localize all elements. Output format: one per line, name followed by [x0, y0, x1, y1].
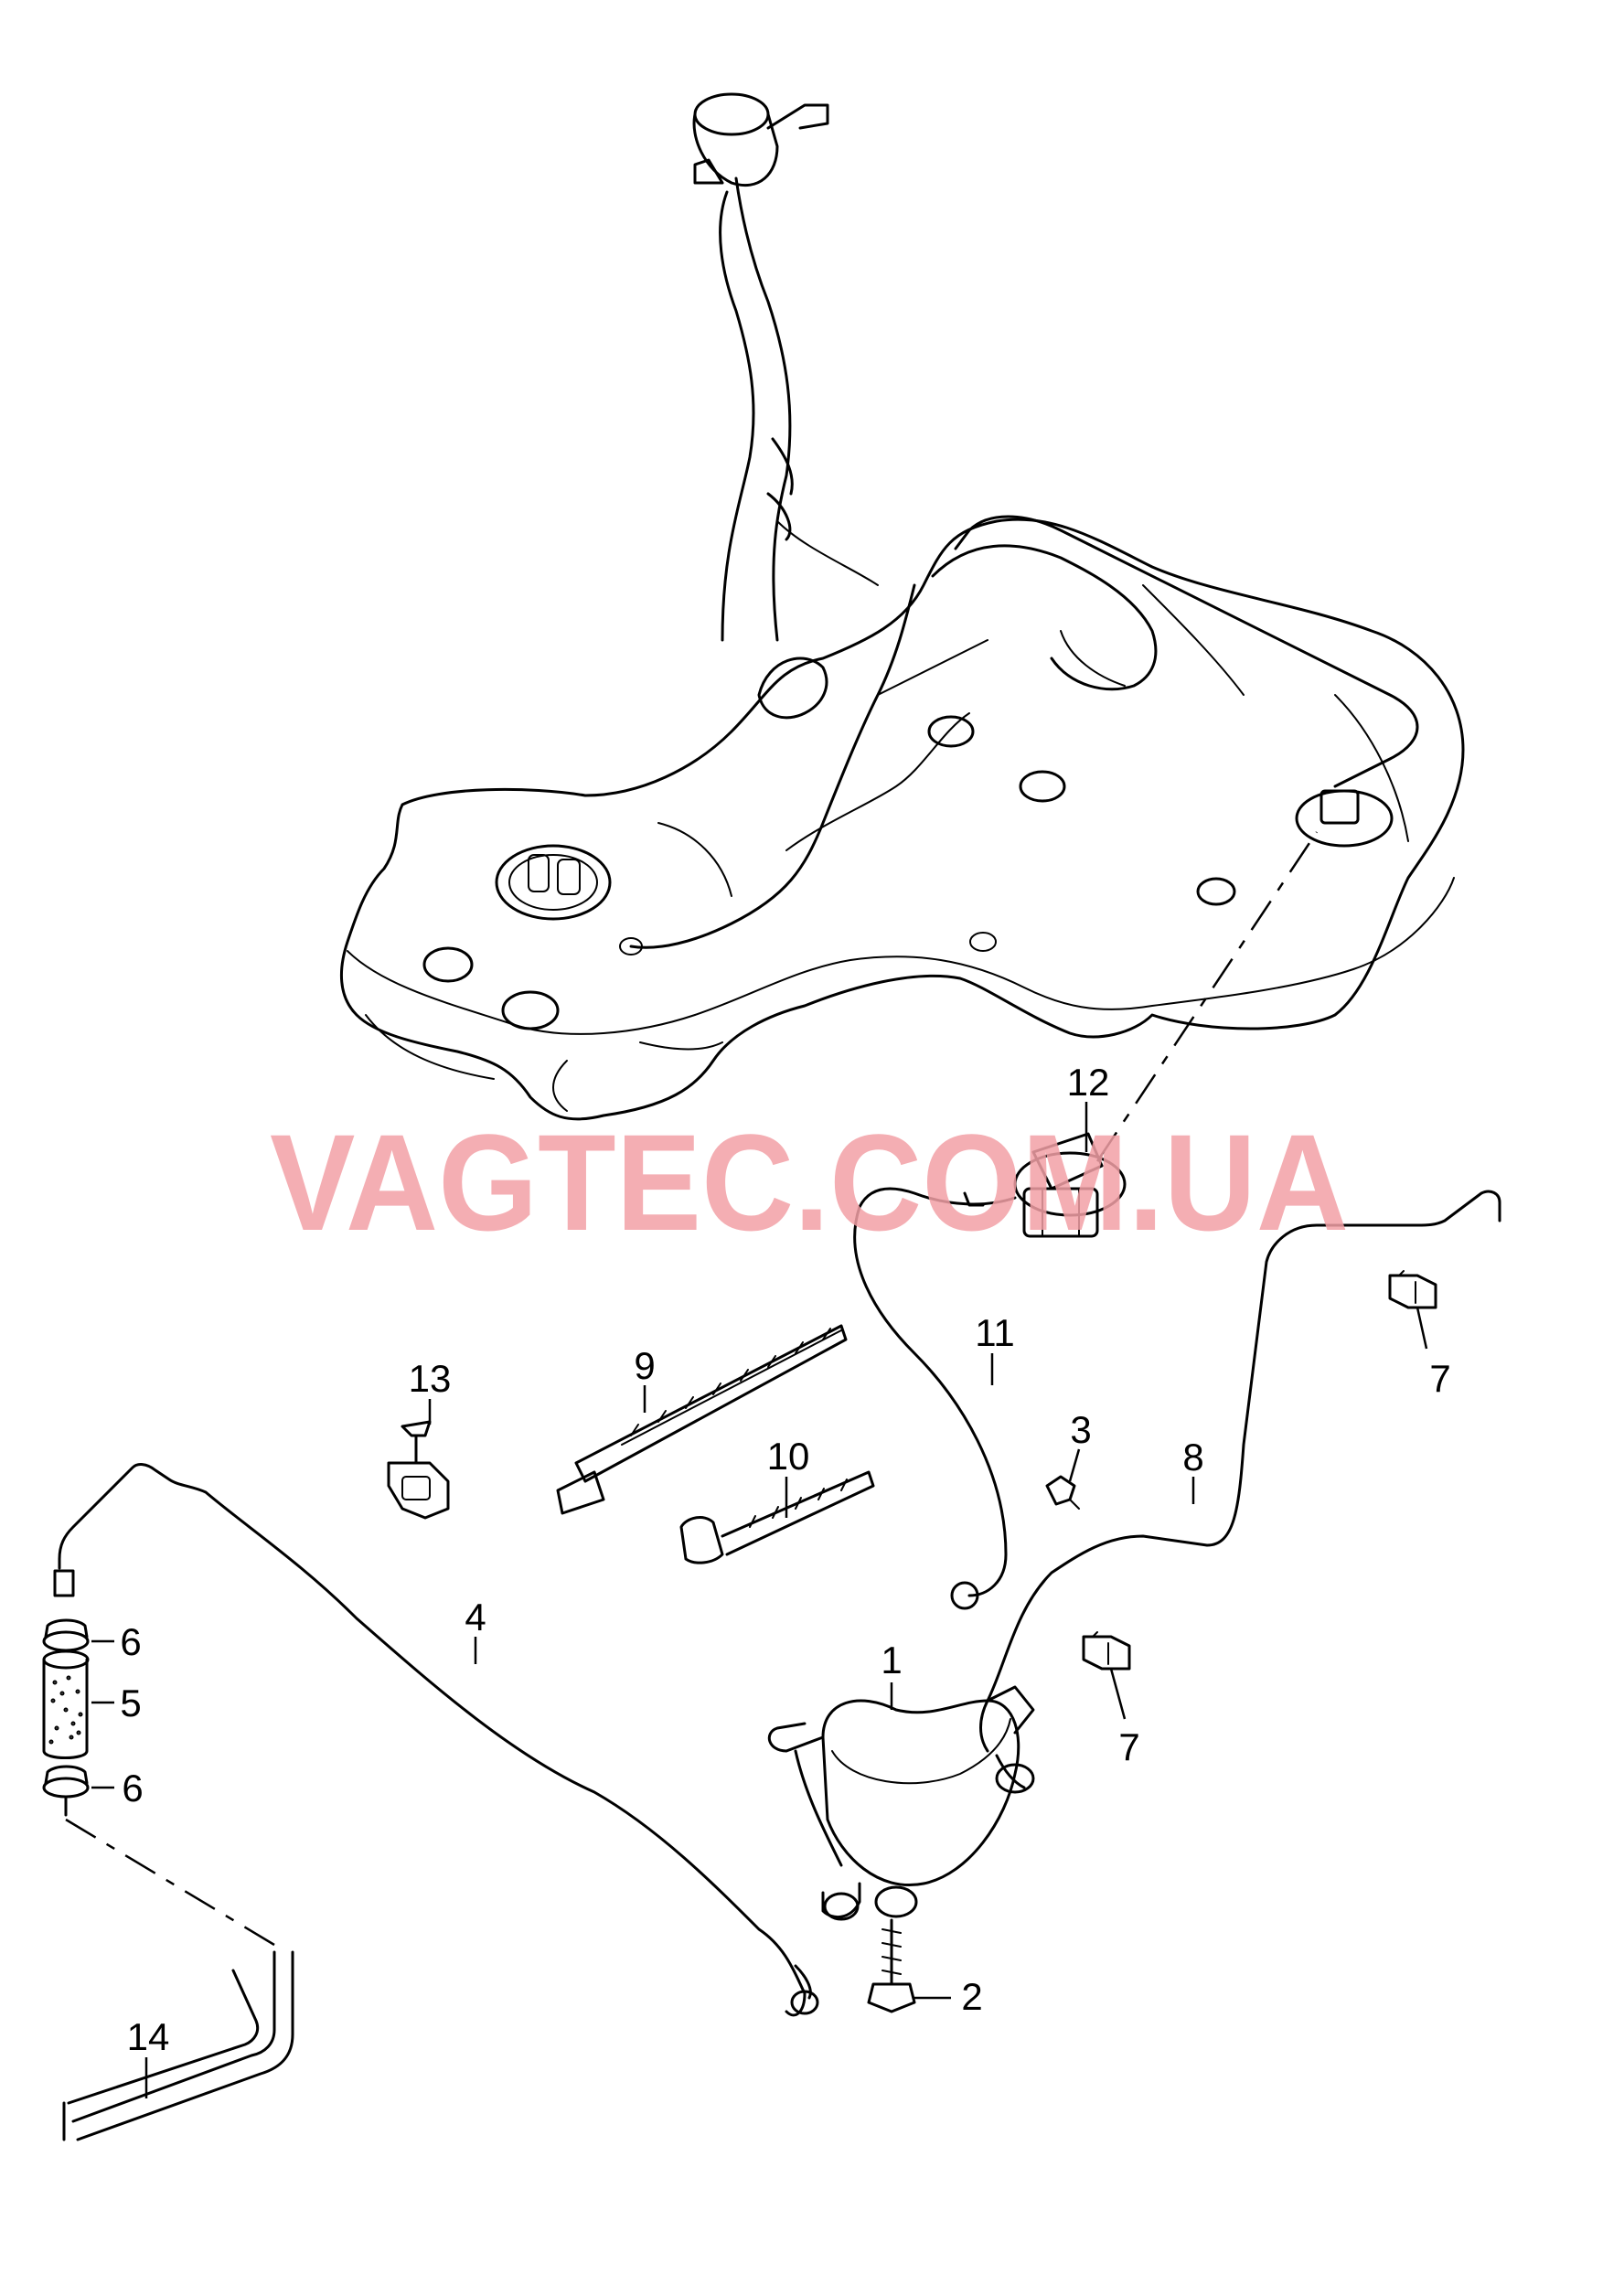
callout-6-top: 6: [120, 1620, 141, 1663]
part-7-clip-top: [1388, 1270, 1437, 1309]
callout-2: 2: [961, 1975, 982, 2018]
callout-14: 14: [127, 2015, 170, 2058]
part-14-hose: [62, 1818, 294, 2141]
part-6-cap-bottom: [42, 1765, 90, 1817]
callout-1: 1: [881, 1639, 902, 1681]
callout-7-top: 7: [1429, 1357, 1450, 1400]
fuel-tank: [339, 515, 1465, 1121]
part-10-strap: [679, 1470, 875, 1564]
filler-neck: [692, 92, 879, 642]
callout-9: 9: [634, 1344, 655, 1387]
callout-11: 11: [975, 1311, 1015, 1354]
callout-7-bottom: 7: [1118, 1725, 1139, 1768]
part-7-clip-bottom: [1082, 1631, 1131, 1671]
callout-12: 12: [1067, 1061, 1110, 1104]
part-5-filter: [42, 1649, 90, 1759]
part-9-strap: [556, 1324, 848, 1515]
callout-4: 4: [465, 1596, 486, 1639]
part-1-canister: [767, 1685, 1035, 1921]
part-13-holder: [387, 1420, 450, 1520]
part-3-clip: [1045, 1475, 1080, 1510]
callout-3: 3: [1070, 1408, 1091, 1451]
part-4-pipe: [53, 1463, 819, 2017]
part-2-bolt: [867, 1918, 916, 2013]
leaders: [91, 1102, 1428, 2098]
callout-8: 8: [1182, 1436, 1203, 1479]
callout-6-bottom: 6: [122, 1767, 143, 1810]
part-8-pipe: [979, 1190, 1501, 1794]
part-12-valve: [853, 831, 1319, 1610]
watermark: VAGTEC.COM.UA: [270, 1105, 1349, 1259]
callout-10: 10: [767, 1435, 810, 1478]
leader-12-tank: [1095, 831, 1319, 1162]
part-6-cap-top: [42, 1618, 90, 1652]
callout-13: 13: [409, 1357, 452, 1400]
callout-5: 5: [120, 1681, 141, 1724]
